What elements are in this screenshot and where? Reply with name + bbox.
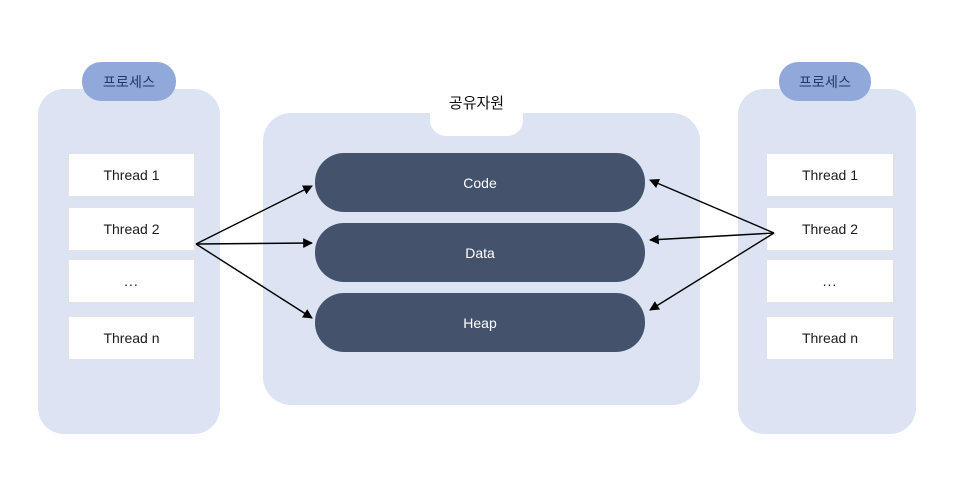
left-process-label: 프로세스 [102, 73, 156, 90]
right-thread-box-ellipsis: ... [766, 259, 894, 303]
left-thread-label-n: Thread n [103, 330, 160, 346]
right-process-pill: 프로세스 [779, 62, 871, 101]
resource-bar-label-data: Data [465, 244, 495, 261]
left-thread-label-1: Thread 1 [103, 167, 160, 183]
left-thread-label-ellipsis: ... [124, 273, 139, 289]
right-thread-box-1: Thread 1 [766, 153, 894, 197]
resource-bar-heap: Heap [315, 293, 645, 352]
right-thread-label-ellipsis: ... [822, 273, 838, 289]
right-thread-box-n: Thread n [766, 316, 894, 360]
right-thread-label-1: Thread 1 [801, 167, 859, 183]
resource-bar-code: Code [315, 153, 645, 212]
left-thread-label-2: Thread 2 [103, 221, 160, 237]
shared-resource-title: 공유자원 [420, 91, 533, 113]
right-thread-label-2: Thread 2 [801, 221, 859, 237]
resource-bar-data: Data [315, 223, 645, 282]
left-thread-box-ellipsis: ... [68, 259, 195, 303]
left-thread-box-2: Thread 2 [68, 207, 195, 251]
right-process-label: 프로세스 [798, 73, 852, 90]
right-thread-box-2: Thread 2 [766, 207, 894, 251]
left-thread-box-1: Thread 1 [68, 153, 195, 197]
left-process-pill: 프로세스 [82, 62, 176, 101]
right-thread-label-n: Thread n [801, 330, 859, 346]
resource-bar-label-code: Code [463, 174, 497, 191]
shared-resource-title-label: 공유자원 [448, 94, 505, 112]
left-thread-box-n: Thread n [68, 316, 195, 360]
resource-bar-label-heap: Heap [463, 314, 497, 331]
